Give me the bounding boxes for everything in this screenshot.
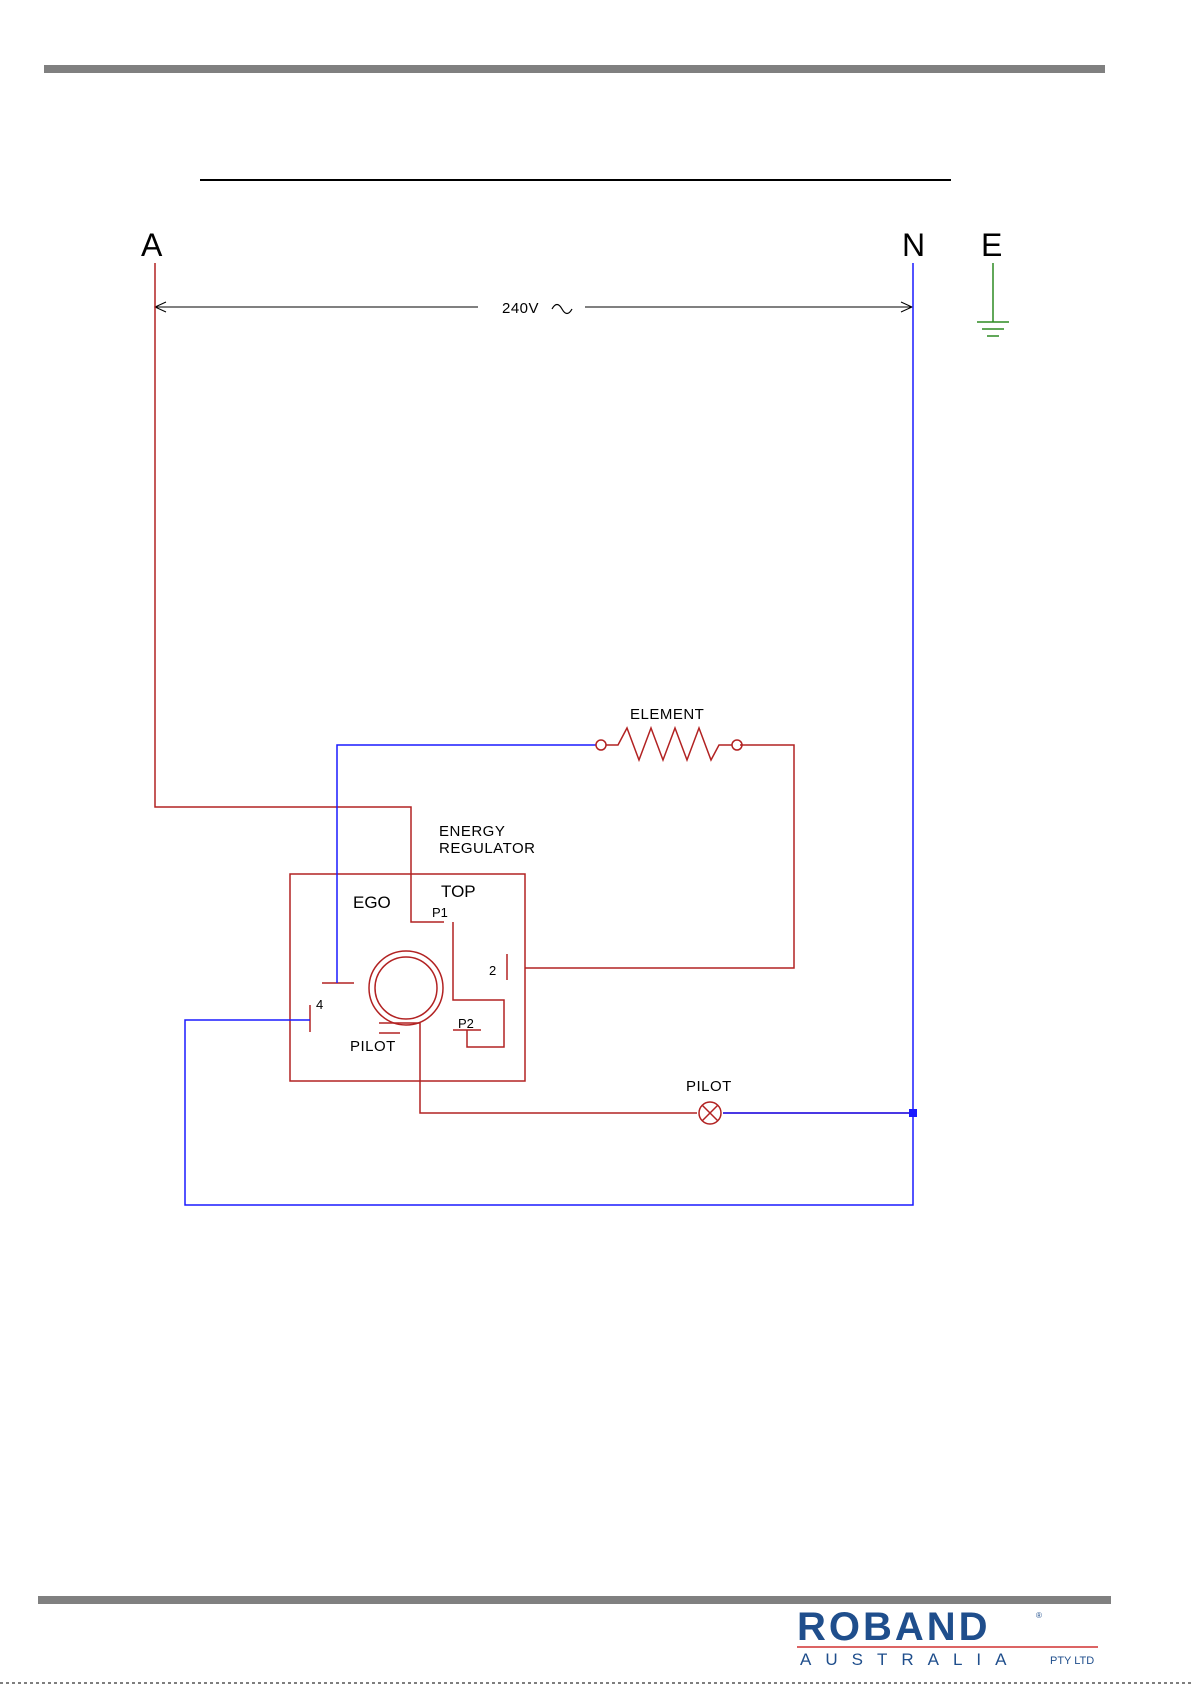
terminal-4-label: 4 [316, 997, 323, 1012]
pilot-lamp-icon [699, 1102, 721, 1124]
energy-regulator-label-line1: ENERGY [439, 823, 505, 840]
terminal-2-label: 2 [489, 963, 496, 978]
logo-registered: ® [1036, 1611, 1042, 1620]
p2-label: P2 [458, 1016, 474, 1031]
voltage-label: 240V [502, 300, 539, 317]
neutral-wiring [185, 263, 913, 1205]
logo-country: AUSTRALIA [800, 1650, 1020, 1669]
roband-logo: ROBAND ® AUSTRALIA PTY LTD [797, 1605, 1098, 1669]
terminal-a-label: A [141, 227, 163, 263]
footer-rule [38, 1596, 1111, 1604]
top-label: TOP [441, 882, 476, 901]
logo-suffix: PTY LTD [1050, 1655, 1094, 1667]
pilot-lamp-label: PILOT [686, 1078, 732, 1095]
header-rule [44, 65, 1105, 73]
active-wiring [155, 263, 913, 1113]
heating-element-icon [596, 728, 742, 760]
neutral-junction-dot [909, 1109, 917, 1117]
pilot-terminal-label: PILOT [350, 1038, 396, 1055]
p1-label: P1 [432, 905, 448, 920]
earth-symbol-icon [977, 263, 1009, 336]
ac-symbol-icon [552, 305, 572, 314]
terminal-n-label: N [902, 227, 925, 263]
ego-label: EGO [353, 893, 391, 912]
energy-regulator-label-line2: REGULATOR [439, 840, 535, 857]
terminal-e-label: E [981, 227, 1002, 263]
element-label: ELEMENT [630, 706, 704, 723]
logo-brand: ROBAND [797, 1605, 991, 1649]
